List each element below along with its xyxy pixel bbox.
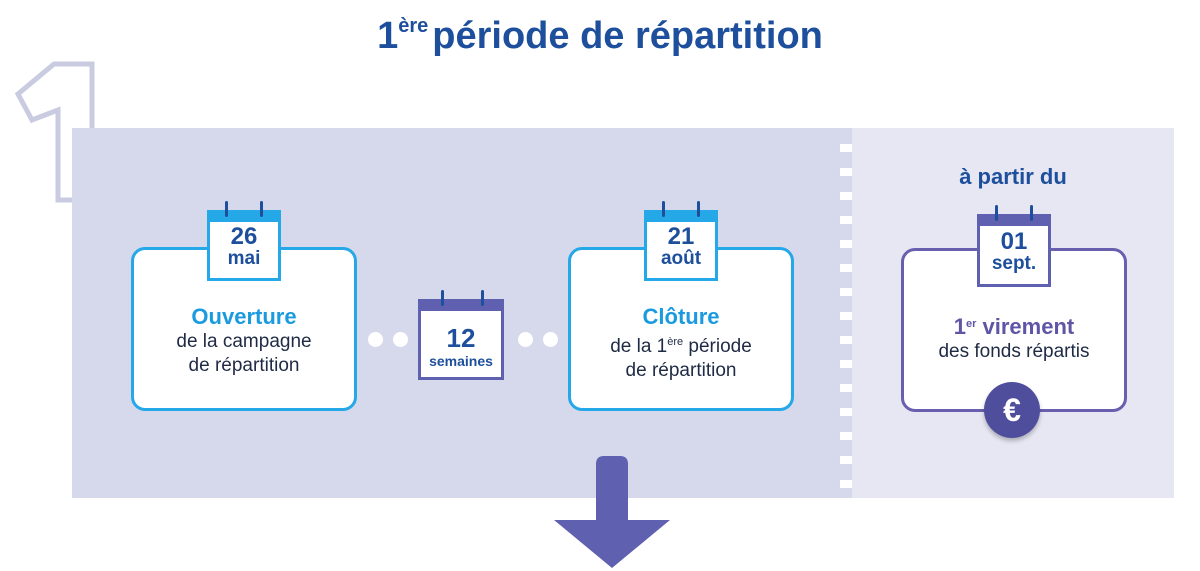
opening-date-day: 26 bbox=[230, 223, 258, 250]
title-sup: ère bbox=[398, 15, 429, 37]
down-arrow-icon bbox=[554, 456, 670, 568]
duration-unit: semaines bbox=[429, 353, 493, 369]
opening-line2: de répartition bbox=[188, 355, 300, 376]
connector-dot bbox=[543, 332, 558, 347]
euro-icon: € bbox=[984, 382, 1040, 438]
calendar-icon: 01 sept. bbox=[977, 205, 1051, 287]
duration-value: 12 bbox=[446, 323, 476, 353]
transfer-prefix: à partir du bbox=[959, 164, 1067, 189]
dashed-divider bbox=[840, 128, 852, 498]
title-text: période de répartition bbox=[432, 15, 823, 57]
transfer-heading: 1er virement bbox=[953, 314, 1075, 339]
opening-date-month: mai bbox=[227, 248, 261, 269]
closing-line2: de répartition bbox=[625, 360, 737, 381]
transfer-line1: des fonds répartis bbox=[938, 341, 1090, 362]
closing-date-day: 21 bbox=[667, 223, 695, 250]
transfer-date-day: 01 bbox=[1000, 228, 1028, 255]
closing-date-month: août bbox=[660, 248, 702, 269]
closing-line1: de la 1ère période bbox=[610, 336, 752, 357]
connector-dot bbox=[368, 332, 383, 347]
closing-heading: Clôture bbox=[642, 304, 720, 329]
duration-calendar-icon: 12 semaines bbox=[418, 290, 504, 380]
opening-heading: Ouverture bbox=[191, 304, 297, 329]
opening-line1: de la campagne bbox=[176, 331, 312, 352]
calendar-icon: 26 mai bbox=[207, 201, 281, 281]
transfer-date-month: sept. bbox=[991, 253, 1037, 274]
connector-dot bbox=[393, 332, 408, 347]
title-number: 1 bbox=[377, 15, 399, 57]
calendar-icon: 21 août bbox=[644, 201, 718, 281]
connector-dot bbox=[518, 332, 533, 347]
